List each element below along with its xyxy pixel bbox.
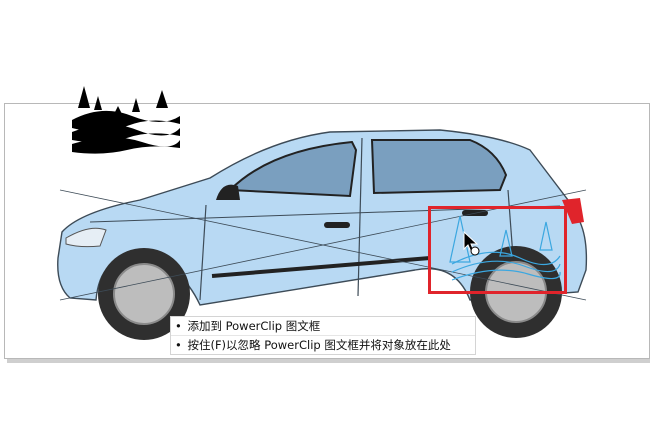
door-seam-front	[199, 204, 207, 301]
tooltip-line-add: • 添加到 PowerClip 图文框	[171, 317, 475, 336]
headlight	[65, 227, 107, 248]
tooltip-text: 添加到 PowerClip 图文框	[187, 319, 321, 333]
bullet: •	[175, 319, 182, 333]
hill-stripe-2	[72, 124, 180, 143]
rear-side-window	[227, 140, 358, 198]
tooltip-line-ignore: • 按住(F)以忽略 PowerClip 图文框并将对象放在此处	[171, 336, 475, 354]
tree-4	[132, 98, 140, 112]
tree-1	[78, 86, 90, 108]
tooltip-text: 按住(F)以忽略 PowerClip 图文框并将对象放在此处	[187, 338, 451, 352]
rear-window	[370, 139, 508, 195]
front-rim	[113, 263, 175, 325]
powerclip-frame-highlight	[428, 206, 567, 294]
side-trim	[211, 256, 431, 278]
door-seam-mid	[357, 137, 363, 297]
mirror	[216, 184, 240, 200]
tail-light	[562, 198, 584, 224]
move-arrow-cursor-icon	[463, 231, 480, 256]
front-door-handle	[324, 222, 350, 228]
tree-5	[156, 90, 168, 108]
bullet: •	[175, 338, 182, 352]
powerclip-tooltip: • 添加到 PowerClip 图文框 • 按住(F)以忽略 PowerClip…	[170, 316, 476, 355]
landscape-logo-graphic[interactable]	[72, 86, 180, 154]
hill-stripe-3	[72, 137, 180, 154]
tree-2	[94, 96, 102, 110]
